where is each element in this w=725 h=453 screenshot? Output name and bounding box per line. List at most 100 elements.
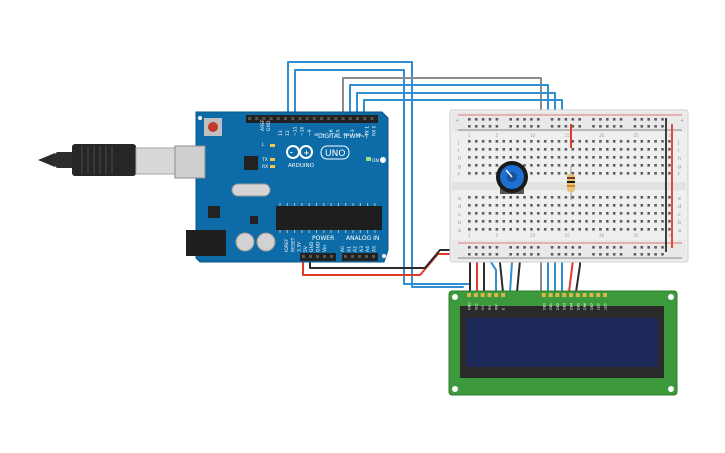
pin-label: RX 0: [372, 125, 378, 136]
pin-label: GND: [316, 241, 322, 252]
lcd-pin-label: DB2: [556, 303, 560, 310]
pin-label: A2: [353, 246, 359, 252]
lcd-pin[interactable]: [501, 293, 505, 297]
lcd-pin[interactable]: [603, 293, 607, 297]
row-letter: j: [457, 140, 459, 146]
resistor[interactable]: [567, 166, 575, 200]
lcd-pin[interactable]: [582, 293, 587, 297]
usb-port: [174, 145, 206, 179]
digital-header[interactable]: [246, 115, 378, 123]
rail-minus-label-right: -: [680, 127, 682, 133]
pin-label: ~5: [336, 129, 342, 136]
row-letter: d: [678, 204, 681, 210]
row-letter: i: [458, 148, 459, 154]
wire-blue[interactable]: [294, 69, 471, 285]
lcd-pin[interactable]: [548, 293, 553, 297]
arduino-wordmark: ARDUINO: [288, 163, 315, 169]
pin-label: IOREF: [284, 238, 290, 252]
lcd-screen: [466, 318, 658, 367]
pin-label: ~10: [300, 126, 306, 136]
pin-label: A0: [340, 246, 346, 252]
column-number: 20: [599, 233, 605, 238]
pin-label: 5V: [303, 245, 309, 252]
pin-label: 3.3V: [297, 241, 303, 252]
column-number: 15: [565, 133, 571, 138]
pin-label: 8: [314, 133, 320, 136]
power-jack: [186, 230, 226, 256]
lcd-pin[interactable]: [562, 293, 567, 297]
wire-red[interactable]: [302, 253, 464, 276]
column-number: 1: [468, 233, 471, 238]
tx-label: TX: [261, 157, 268, 163]
wire-blue[interactable]: [287, 61, 464, 288]
column-number: 1: [468, 133, 471, 138]
aref-label: AREF: [260, 119, 266, 131]
row-letter: c: [458, 212, 461, 218]
arduino-uno[interactable]: AREF GND DIGITAL (PWM~) - + ARDUINO UNO …: [174, 111, 389, 263]
pin-label: GND: [309, 241, 315, 252]
on-label: ON: [372, 158, 379, 164]
lcd-pin-label: DB5: [576, 303, 580, 310]
gnd-label: GND: [266, 120, 272, 131]
microcontroller-chip: [276, 206, 382, 230]
pin-label: ~9: [307, 129, 313, 136]
pin-label: ~6: [328, 129, 334, 136]
lcd-pin[interactable]: [569, 293, 573, 297]
lcd-pin-label: RW: [495, 304, 499, 310]
row-letter: b: [678, 220, 681, 226]
row-letter: h: [678, 156, 681, 162]
rx-label: RX: [262, 164, 268, 170]
pin-label: 4: [343, 133, 349, 136]
lcd-pin[interactable]: [480, 293, 485, 297]
lcd-pin[interactable]: [467, 293, 471, 297]
lcd-pin-label: DB0: [542, 303, 546, 310]
pin-label: A3: [359, 246, 365, 252]
pin-label: 13: [278, 130, 284, 136]
lcd-pin[interactable]: [541, 293, 546, 297]
lcd-pin[interactable]: [596, 293, 601, 297]
lcd-pin-label: RS: [488, 305, 492, 310]
row-letter: e: [678, 196, 681, 202]
rail-minus-label: -: [455, 127, 457, 133]
column-number: 30: [668, 133, 674, 138]
pin-label: A1: [346, 246, 352, 252]
lcd-pin[interactable]: [589, 293, 594, 297]
row-letter: a: [458, 228, 461, 234]
column-number: 15: [565, 233, 571, 238]
pin-label: 12: [285, 130, 291, 136]
row-letter: f: [678, 172, 680, 178]
potentiometer[interactable]: [496, 161, 528, 194]
column-number: 5: [496, 133, 499, 138]
l-label: L: [262, 142, 265, 148]
column-number: 10: [530, 133, 536, 138]
lcd-pin[interactable]: [555, 293, 560, 297]
lcd-pin[interactable]: [575, 293, 580, 297]
pin-label: ~11: [292, 126, 298, 136]
row-letter: g: [458, 164, 461, 170]
power-label: POWER: [312, 235, 334, 242]
column-number: 5: [496, 233, 499, 238]
lcd-pin-label: GND: [468, 302, 472, 310]
lcd-pin-label: DB1: [549, 303, 553, 310]
column-number: 10: [530, 233, 536, 238]
lcd-pin[interactable]: [494, 293, 499, 297]
breadboard-holes[interactable]: [468, 118, 671, 256]
lcd-pin-label: E: [502, 308, 506, 310]
rail-plus-label-right: +: [680, 118, 684, 124]
row-letter: c: [678, 212, 681, 218]
lcd-pin-label: V0: [481, 306, 485, 310]
lcd-pin[interactable]: [487, 293, 492, 297]
pin-label: Vin: [322, 245, 328, 252]
pin-label: 7: [321, 133, 327, 136]
lcd-pin[interactable]: [473, 293, 478, 297]
lcd-pin-label: VCC: [474, 302, 478, 310]
pin-label: A5: [372, 246, 378, 252]
wire-black[interactable]: [309, 249, 469, 269]
row-letter: f: [458, 172, 460, 178]
row-letter: d: [458, 204, 461, 210]
lcd-pin-label: DB6: [583, 303, 587, 310]
rail-plus-label: +: [455, 118, 459, 124]
